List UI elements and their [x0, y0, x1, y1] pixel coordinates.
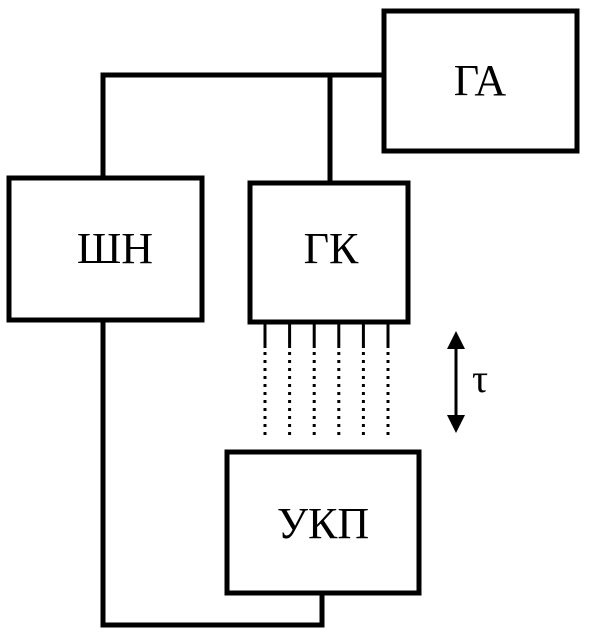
label-shn: ШН — [77, 224, 153, 273]
block-ukp — [224, 449, 422, 596]
label-ga: ГА — [454, 56, 507, 105]
label-ukp: УКП — [277, 499, 369, 548]
block-ga — [381, 8, 580, 154]
wire-shn-to-ukp — [100, 317, 325, 628]
block-shn — [6, 175, 205, 323]
block-gk — [247, 180, 411, 325]
probe-lines — [263, 322, 390, 436]
delay-symbol: τ — [472, 356, 488, 401]
label-gk: ГК — [304, 224, 359, 273]
wire-ga-to-shn — [100, 72, 387, 183]
